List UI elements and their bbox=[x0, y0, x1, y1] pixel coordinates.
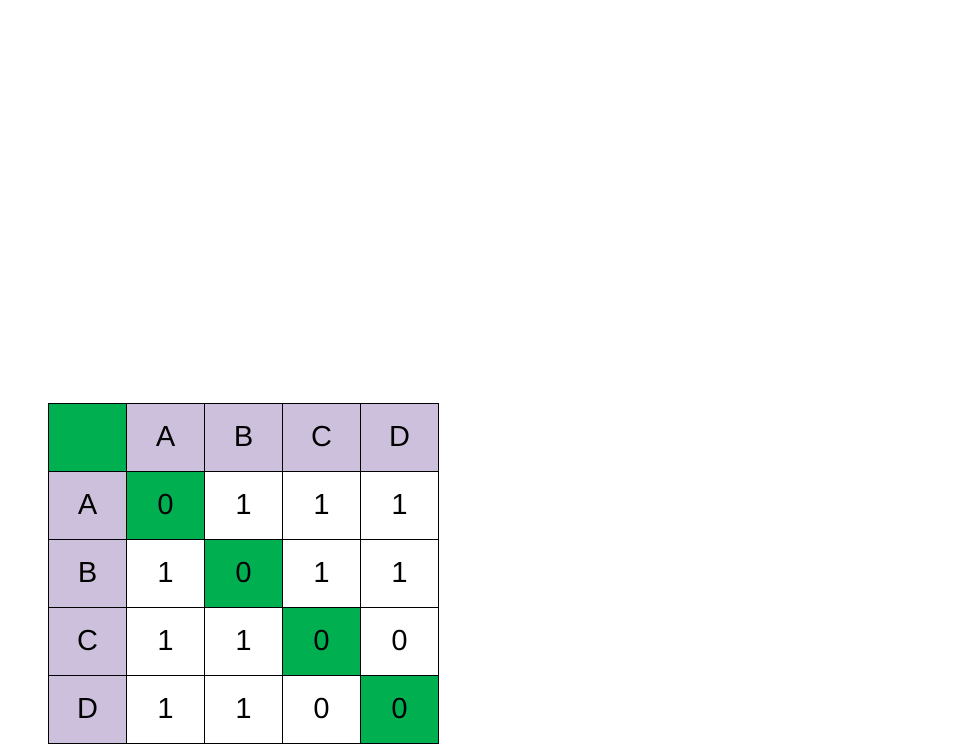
row-header-c: C bbox=[48, 607, 127, 676]
cell-a-b: 1 bbox=[204, 471, 283, 540]
column-header-a: A bbox=[126, 403, 205, 472]
matrix-row-d: D 1 1 0 0 bbox=[48, 675, 439, 744]
matrix-row-c: C 1 1 0 0 bbox=[48, 607, 439, 676]
cell-a-d: 1 bbox=[360, 471, 439, 540]
column-header-c: C bbox=[282, 403, 361, 472]
matrix-header-row: A B C D bbox=[48, 403, 439, 472]
matrix-row-a: A 0 1 1 1 bbox=[48, 471, 439, 540]
cell-b-d: 1 bbox=[360, 539, 439, 608]
row-header-b: B bbox=[48, 539, 127, 608]
cell-d-d: 0 bbox=[360, 675, 439, 744]
corner-cell bbox=[48, 403, 127, 472]
cell-c-c: 0 bbox=[282, 607, 361, 676]
cell-b-b: 0 bbox=[204, 539, 283, 608]
column-header-b: B bbox=[204, 403, 283, 472]
cell-c-b: 1 bbox=[204, 607, 283, 676]
matrix-row-b: B 1 0 1 1 bbox=[48, 539, 439, 608]
row-header-a: A bbox=[48, 471, 127, 540]
cell-c-d: 0 bbox=[360, 607, 439, 676]
cell-d-a: 1 bbox=[126, 675, 205, 744]
cell-a-a: 0 bbox=[126, 471, 205, 540]
cell-d-b: 1 bbox=[204, 675, 283, 744]
cell-c-a: 1 bbox=[126, 607, 205, 676]
cell-b-c: 1 bbox=[282, 539, 361, 608]
cell-b-a: 1 bbox=[126, 539, 205, 608]
cell-a-c: 1 bbox=[282, 471, 361, 540]
column-header-d: D bbox=[360, 403, 439, 472]
row-header-d: D bbox=[48, 675, 127, 744]
cell-d-c: 0 bbox=[282, 675, 361, 744]
adjacency-matrix: A B C D A 0 1 1 1 B 1 0 1 1 C 1 1 0 0 D bbox=[48, 403, 439, 744]
